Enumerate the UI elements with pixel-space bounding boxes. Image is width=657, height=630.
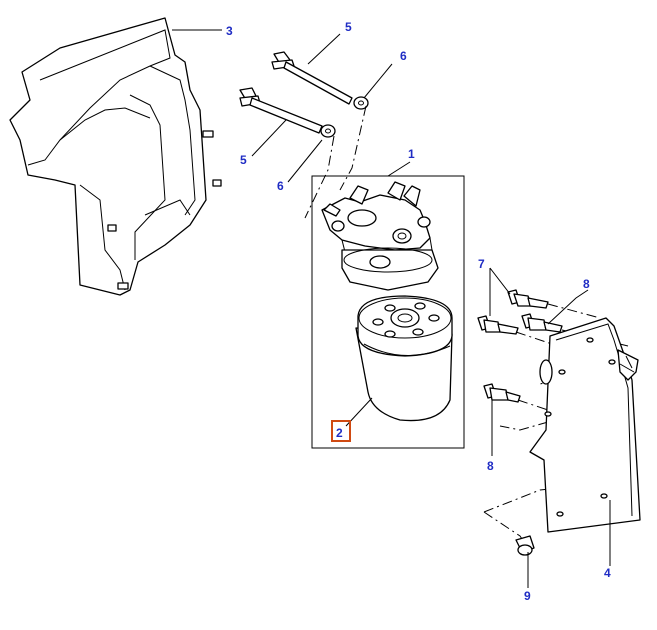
callout-6-upper[interactable]: 6	[400, 49, 407, 63]
washer-lower-part	[320, 124, 336, 138]
selected-callout-highlight	[331, 420, 351, 442]
callout-7[interactable]: 7	[478, 257, 485, 271]
bolt-7b-part	[477, 315, 519, 335]
callout-3[interactable]: 3	[226, 24, 233, 38]
bolt-7-part	[507, 289, 549, 309]
long-bolt-lower-part	[239, 87, 323, 134]
bolt-8a-part	[521, 313, 563, 333]
callout-5-lower[interactable]: 5	[240, 153, 247, 167]
long-bolt-upper-part	[271, 51, 353, 105]
callout-4[interactable]: 4	[604, 566, 611, 580]
callout-8-upper[interactable]: 8	[583, 277, 590, 291]
callout-5-upper[interactable]: 5	[345, 20, 352, 34]
bolt-8b-part	[483, 383, 521, 403]
callout-6-lower[interactable]: 6	[277, 179, 284, 193]
callout-2[interactable]: 2	[336, 426, 343, 440]
mounting-bracket-part	[529, 317, 641, 533]
callout-1[interactable]: 1	[408, 147, 415, 161]
callout-8-lower[interactable]: 8	[487, 459, 494, 473]
washer-upper-part	[353, 96, 369, 110]
callout-9[interactable]: 9	[524, 589, 531, 603]
heat-shield-part	[9, 17, 222, 296]
filter-head-part	[321, 181, 439, 291]
nut-part	[515, 535, 535, 556]
filter-cartridge-part	[355, 295, 453, 422]
